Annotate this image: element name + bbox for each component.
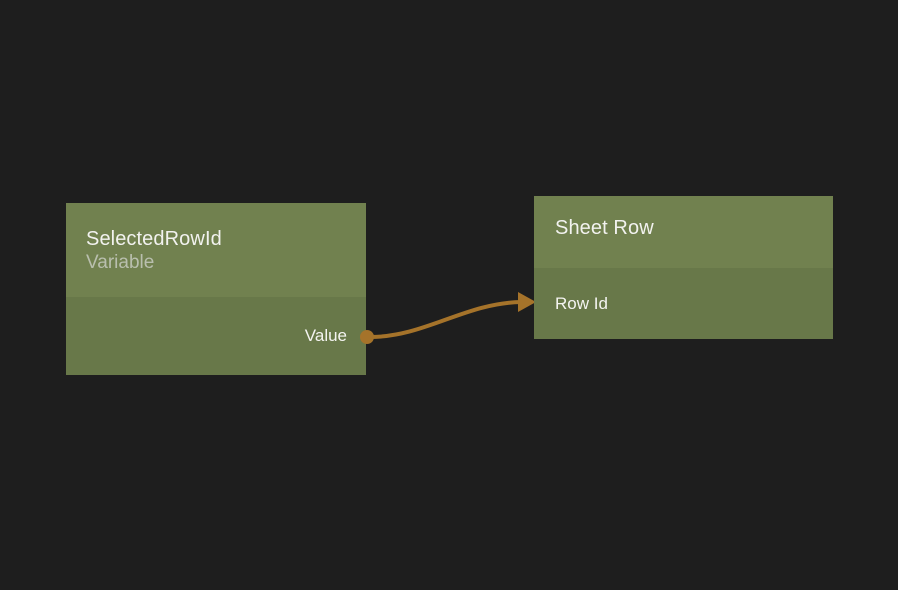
edge-value-to-row-id[interactable] — [368, 300, 523, 339]
node-body-sheet-row: Row Id — [534, 268, 833, 339]
node-title: SelectedRowId — [86, 228, 222, 250]
node-header-sheet-row[interactable]: Sheet Row — [534, 196, 833, 268]
node-subtitle: Variable — [86, 252, 155, 273]
node-title: Sheet Row — [555, 217, 654, 239]
input-port-label-row-id: Row Id — [555, 293, 608, 313]
output-port-row-value[interactable]: Value — [66, 297, 366, 375]
node-selected-row-id[interactable]: SelectedRowId Variable Value — [66, 203, 366, 375]
node-sheet-row[interactable]: Sheet Row Row Id — [534, 196, 833, 339]
value-output-port-icon[interactable] — [360, 330, 374, 344]
node-body-selected-row-id: Value — [66, 297, 366, 375]
node-header-selected-row-id[interactable]: SelectedRowId Variable — [66, 203, 366, 297]
output-port-label-value: Value — [304, 326, 347, 345]
input-port-row-row-id[interactable]: Row Id — [534, 268, 833, 339]
